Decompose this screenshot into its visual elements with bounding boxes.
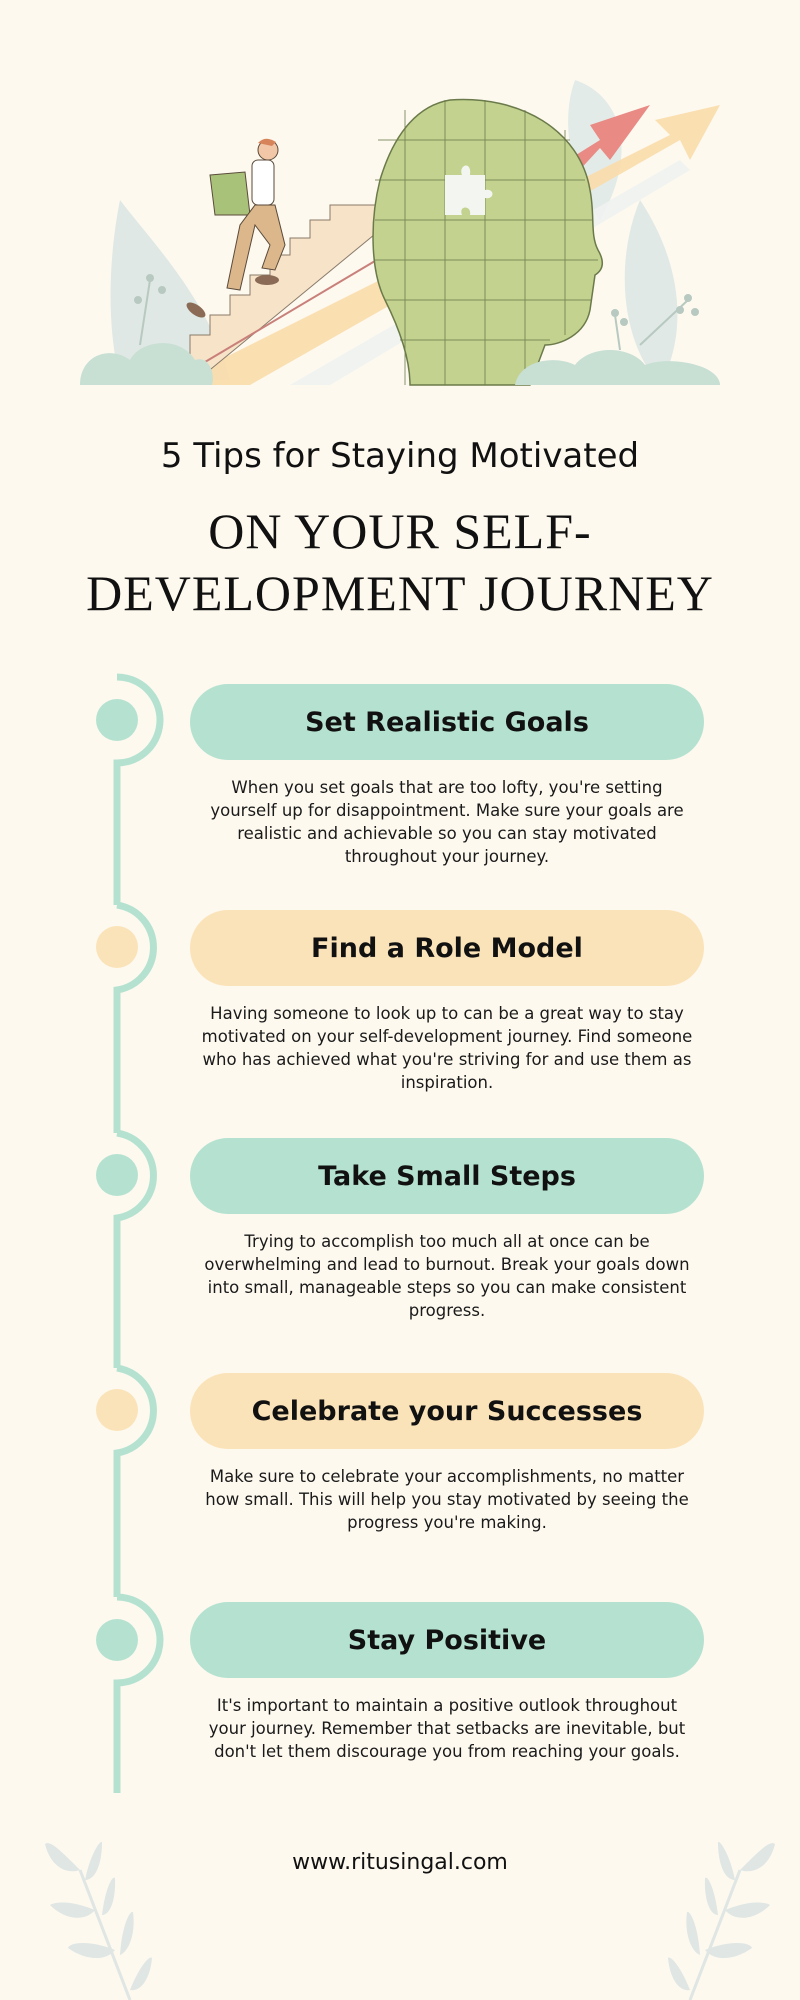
page-title: ON YOUR SELF- DEVELOPMENT JOURNEY bbox=[0, 500, 800, 624]
plant-icon bbox=[134, 274, 699, 351]
timeline-node-1 bbox=[96, 699, 138, 741]
tip-heading-3: Take Small Steps bbox=[190, 1138, 704, 1214]
tip-body-5: It's important to maintain a positive ou… bbox=[208, 1696, 686, 1761]
page-title-line-2: DEVELOPMENT JOURNEY bbox=[86, 565, 714, 621]
puzzle-head-icon bbox=[372, 98, 603, 386]
leaf-branch-right-icon bbox=[668, 1841, 775, 2000]
tip-heading-2: Find a Role Model bbox=[190, 910, 704, 986]
bush-shape bbox=[515, 350, 720, 385]
tip-body-2: Having someone to look up to can be a gr… bbox=[201, 1004, 693, 1092]
timeline-node-3 bbox=[96, 1154, 138, 1196]
website-link[interactable]: www.ritusingal.com bbox=[292, 1850, 508, 1875]
tip-body-3: Trying to accomplish too much all at onc… bbox=[204, 1232, 690, 1320]
page-subtitle: 5 Tips for Staying Motivated bbox=[160, 436, 640, 476]
timeline-node-5 bbox=[96, 1619, 138, 1661]
page-title-line-1: ON YOUR SELF- bbox=[208, 503, 592, 559]
tip-body-4: Make sure to celebrate your accomplishme… bbox=[205, 1467, 689, 1532]
timeline-node-2 bbox=[96, 926, 138, 968]
timeline-node-4 bbox=[96, 1389, 138, 1431]
arrow-up-right-icon bbox=[560, 105, 650, 175]
tip-body-1: When you set goals that are too lofty, y… bbox=[210, 778, 684, 866]
leaf-shape bbox=[624, 200, 678, 385]
leaf-branch-left-icon bbox=[45, 1841, 152, 2000]
bush-shape bbox=[80, 343, 213, 385]
tip-heading-4: Celebrate your Successes bbox=[190, 1373, 704, 1449]
missing-puzzle-piece-icon bbox=[445, 165, 493, 215]
hero-illustration bbox=[80, 80, 720, 386]
tip-heading-1: Set Realistic Goals bbox=[190, 684, 704, 760]
person-climbing-icon bbox=[186, 138, 286, 318]
tip-heading-5: Stay Positive bbox=[190, 1602, 704, 1678]
